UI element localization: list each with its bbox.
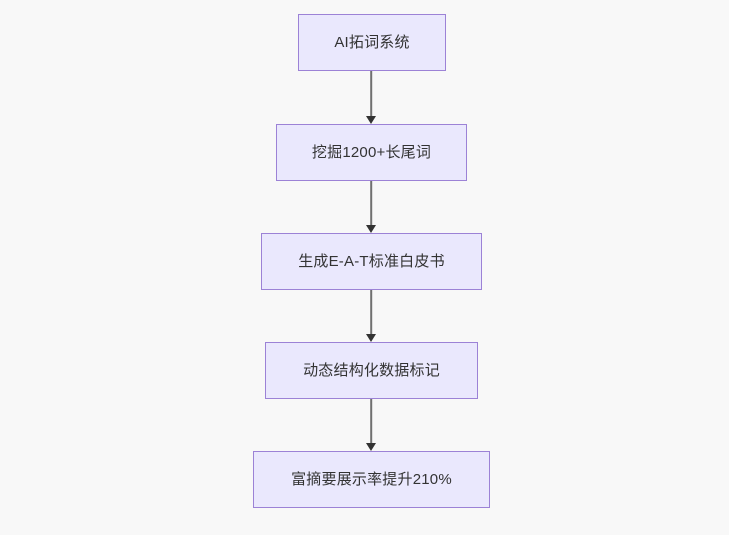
- flow-node-label: 富摘要展示率提升210%: [291, 471, 452, 488]
- edge-line: [370, 71, 372, 116]
- arrowhead-down-icon: [366, 334, 376, 342]
- flow-node-dynamic-structured-data-markup[interactable]: 动态结构化数据标记: [265, 342, 478, 399]
- arrowhead-down-icon: [366, 116, 376, 124]
- arrowhead-down-icon: [366, 225, 376, 233]
- flow-node-generate-eat-whitepaper[interactable]: 生成E-A-T标准白皮书: [261, 233, 482, 290]
- edge-line: [370, 290, 372, 334]
- flow-edge-n2-n3: [366, 181, 376, 233]
- flow-node-label: 生成E-A-T标准白皮书: [298, 253, 445, 270]
- arrowhead-down-icon: [366, 443, 376, 451]
- edge-line: [370, 399, 372, 443]
- flow-edge-n1-n2: [366, 71, 376, 124]
- flow-node-mine-longtail-keywords[interactable]: 挖掘1200+长尾词: [276, 124, 467, 181]
- flow-node-ai-keyword-system[interactable]: AI拓词系统: [298, 14, 446, 71]
- flow-node-label: 动态结构化数据标记: [303, 362, 440, 379]
- flow-node-rich-snippet-rate-increase[interactable]: 富摘要展示率提升210%: [253, 451, 490, 508]
- flow-edge-n3-n4: [366, 290, 376, 342]
- flow-node-label: 挖掘1200+长尾词: [311, 144, 432, 161]
- edge-line: [370, 181, 372, 225]
- flow-node-label: AI拓词系统: [334, 34, 410, 51]
- flow-edge-n4-n5: [366, 399, 376, 451]
